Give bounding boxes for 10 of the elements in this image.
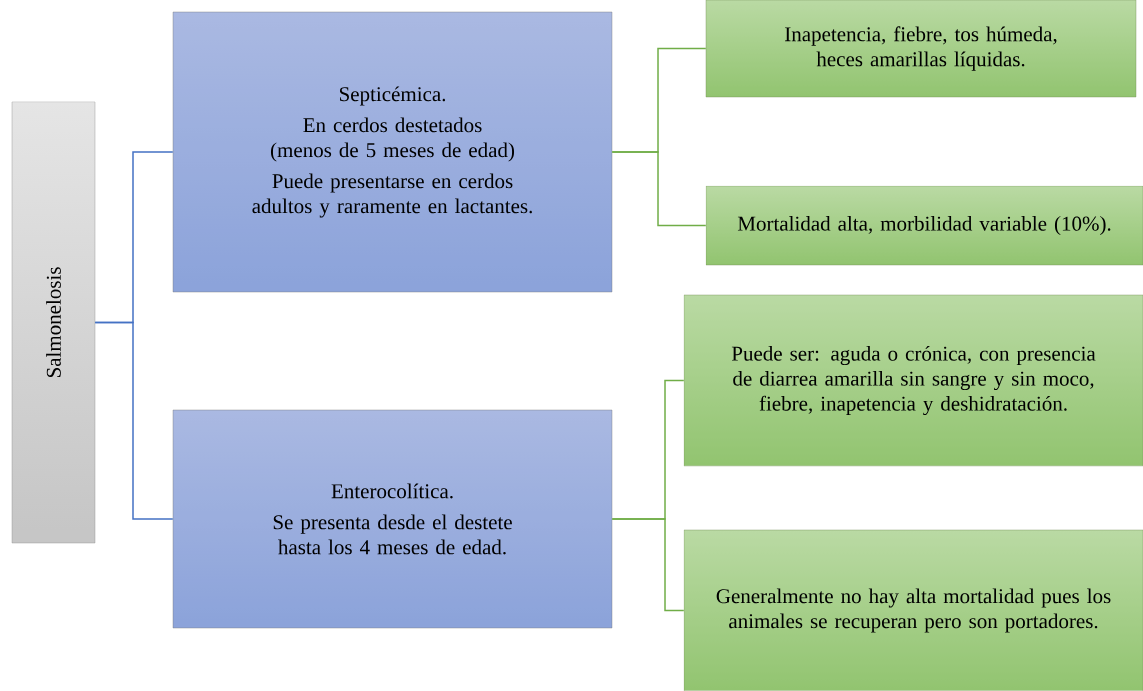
type-box: Septicémica. En cerdos destetados (menos de 5 meses de edad) Puede presentarse en cerdos adultos y raramente en lactantes. xyxy=(172,11,613,293)
type-box: Enterocolítica. Se presenta desde el destete hasta los 4 meses de edad. xyxy=(172,409,613,629)
detail-box: Puede ser: aguda o crónica, con presencia de diarrea amarilla sin sangre y sin moco, fiebre, inapetencia y deshidratación. xyxy=(683,294,1143,467)
detail-box: Mortalidad alta, morbilidad variable (10%). xyxy=(705,185,1143,266)
connector xyxy=(611,151,707,227)
connector xyxy=(94,321,174,520)
detail-box: Generalmente no hay alta mortalidad pues los animales se recuperan pero son portadores. xyxy=(683,529,1143,691)
connector xyxy=(611,518,685,612)
category-box: Salmonelosis xyxy=(11,101,96,544)
detail-box: Inapetencia, fiebre, tos húmeda, heces amarillas líquidas. xyxy=(705,0,1137,98)
